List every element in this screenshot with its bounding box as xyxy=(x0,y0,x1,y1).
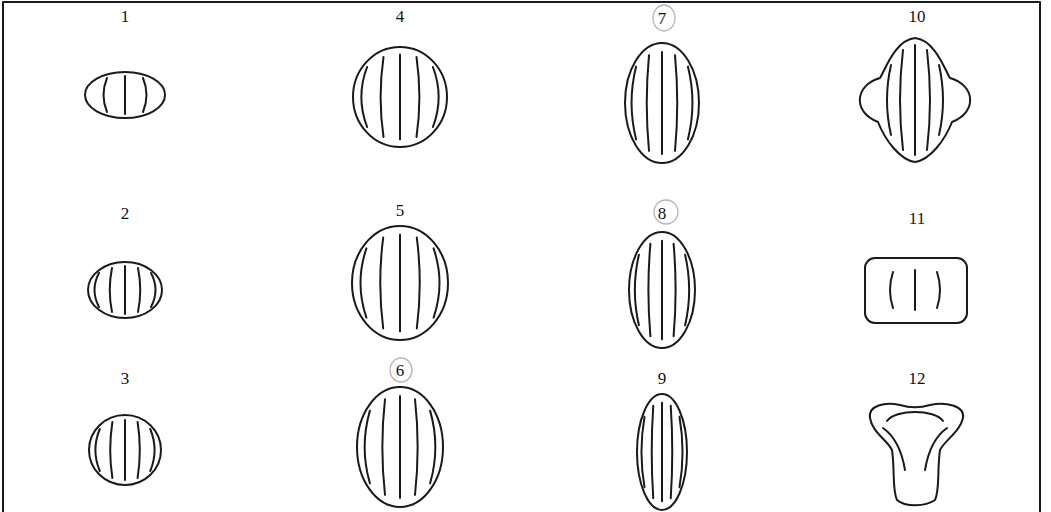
pollen-grain xyxy=(357,387,443,507)
pollen-grain xyxy=(88,262,162,318)
pollen-grain xyxy=(629,232,695,348)
callout-number: 11 xyxy=(909,210,925,227)
callout-number: 10 xyxy=(909,8,926,25)
callout-number: 8 xyxy=(658,205,667,222)
callout-number: 5 xyxy=(396,202,405,219)
callout-number: 12 xyxy=(909,370,926,387)
callout-number: 1 xyxy=(121,8,130,25)
callout-number: 6 xyxy=(396,362,405,379)
pollen-grain xyxy=(860,38,970,162)
pollen-grain xyxy=(637,394,687,510)
pollen-grain xyxy=(89,415,161,485)
pollen-grain xyxy=(353,47,447,147)
frame xyxy=(3,2,1040,512)
callout-number: 3 xyxy=(121,370,130,387)
callout-number: 4 xyxy=(396,8,405,25)
pollen-grain xyxy=(85,72,165,118)
callout-number: 9 xyxy=(658,370,667,387)
pencil-circle xyxy=(390,358,412,382)
pencil-circle xyxy=(654,200,678,224)
pollen-grain xyxy=(870,404,963,505)
pencil-circle xyxy=(653,5,675,31)
callout-number: 2 xyxy=(121,205,130,222)
pollen-grain xyxy=(352,226,448,340)
callout-number: 7 xyxy=(658,10,667,27)
pollen-grain xyxy=(865,258,967,323)
pollen-grain xyxy=(625,43,699,163)
